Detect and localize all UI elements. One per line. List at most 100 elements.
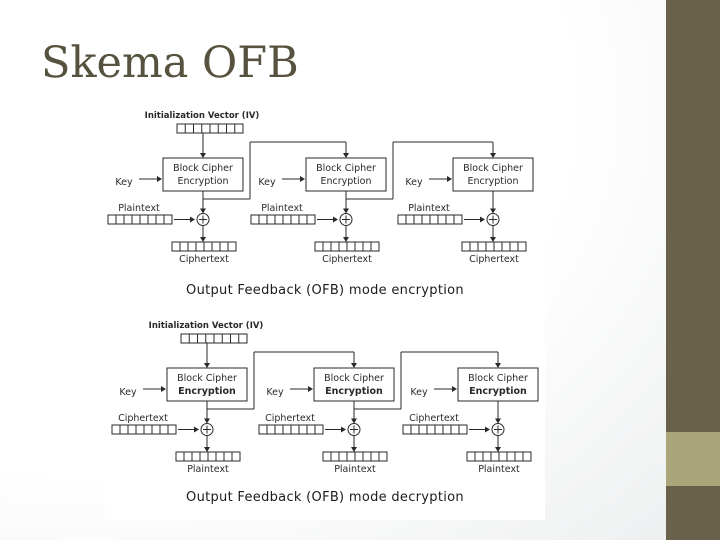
xor-icon: [339, 213, 353, 226]
output-register: [461, 241, 527, 252]
iv-label: Initialization Vector (IV): [149, 321, 264, 331]
arrowhead: [204, 418, 210, 424]
block-cipher-line1: Block Cipher: [463, 163, 523, 174]
key-label: Key: [119, 387, 137, 398]
arrowhead: [490, 237, 496, 242]
arrowhead: [351, 363, 357, 368]
output-register: [171, 241, 237, 252]
slide-title: Skema OFB: [41, 38, 299, 88]
ofb-diagrams-canvas: Initialization Vector (IV)Block CipherEn…: [107, 111, 539, 475]
block-cipher-line2: Encryption: [467, 176, 518, 187]
input-label: Ciphertext: [409, 413, 459, 424]
arrowhead: [308, 386, 313, 392]
iv-label: Initialization Vector (IV): [145, 111, 260, 121]
block-cipher-line2: Encryption: [469, 386, 527, 397]
arrowhead: [200, 237, 206, 242]
block-cipher-line1: Block Cipher: [324, 373, 384, 384]
input-label: Ciphertext: [265, 413, 315, 424]
arrowhead: [194, 426, 199, 433]
encryption-column-1: Block CipherEncryptionKeyPlaintextCipher…: [107, 141, 349, 265]
arrowhead: [157, 176, 162, 182]
accent-bar: [666, 0, 720, 540]
decryption-column-2: Block CipherEncryptionKeyCiphertextPlain…: [258, 351, 501, 475]
decryption-column-3: Block CipherEncryptionKeyCiphertextPlain…: [402, 367, 539, 475]
iv-register: [180, 333, 248, 344]
block-cipher-line2: Encryption: [178, 386, 236, 397]
output-label: Ciphertext: [469, 254, 519, 265]
block-cipher-line1: Block Cipher: [316, 163, 376, 174]
key-label: Key: [410, 387, 428, 398]
arrowhead: [204, 363, 210, 368]
ofb-encryption-diagram: Initialization Vector (IV) Block CipherEn…: [107, 111, 534, 265]
arrowhead: [333, 216, 338, 223]
key-label: Key: [266, 387, 284, 398]
arrowhead: [200, 208, 206, 214]
arrowhead: [343, 237, 349, 242]
arrowhead: [485, 426, 490, 433]
arrowhead: [495, 447, 501, 452]
encryption-column-2: Block CipherEncryptionKeyPlaintextCipher…: [250, 141, 496, 265]
arrowhead: [495, 363, 501, 368]
arrowhead: [351, 418, 357, 424]
input-register: [111, 424, 177, 435]
block-cipher-line1: Block Cipher: [173, 163, 233, 174]
arrowhead: [161, 386, 166, 392]
arrowhead: [190, 216, 195, 223]
encryption-caption: Output Feedback (OFB) mode encryption: [186, 283, 464, 298]
feedback-line: [346, 141, 496, 200]
key-label: Key: [115, 177, 133, 188]
output-register: [466, 451, 532, 462]
feedback-line: [354, 351, 501, 410]
output-label: Ciphertext: [322, 254, 372, 265]
xor-icon: [347, 423, 361, 436]
accent-square: [666, 432, 720, 486]
decryption-column-1: Block CipherEncryptionKeyCiphertextPlain…: [111, 351, 357, 475]
input-label: Plaintext: [261, 203, 303, 214]
output-label: Plaintext: [478, 464, 520, 475]
block-cipher-line2: Encryption: [177, 176, 228, 187]
xor-icon: [486, 213, 500, 226]
xor-icon: [200, 423, 214, 436]
block-cipher-line1: Block Cipher: [177, 373, 237, 384]
arrowhead: [300, 176, 305, 182]
input-register: [397, 214, 463, 225]
input-label: Plaintext: [408, 203, 450, 214]
input-register: [402, 424, 468, 435]
input-label: Plaintext: [118, 203, 160, 214]
input-register: [250, 214, 316, 225]
arrowhead: [200, 153, 206, 158]
output-label: Plaintext: [187, 464, 229, 475]
feedback-line: [207, 351, 357, 410]
key-label: Key: [258, 177, 276, 188]
key-label: Key: [405, 177, 423, 188]
xor-icon: [196, 213, 210, 226]
output-label: Plaintext: [334, 464, 376, 475]
input-register: [107, 214, 173, 225]
arrowhead: [341, 426, 346, 433]
decryption-caption: Output Feedback (OFB) mode decryption: [186, 490, 464, 505]
encryption-column-3: Block CipherEncryptionKeyPlaintextCipher…: [397, 157, 534, 265]
iv-register: [176, 123, 244, 134]
block-cipher-line1: Block Cipher: [468, 373, 528, 384]
arrowhead: [204, 447, 210, 452]
output-register: [314, 241, 380, 252]
block-cipher-line2: Encryption: [325, 386, 383, 397]
output-register: [322, 451, 388, 462]
ofb-decryption-diagram: Initialization Vector (IV) Block CipherEn…: [111, 321, 539, 475]
xor-icon: [491, 423, 505, 436]
arrowhead: [343, 153, 349, 158]
input-register: [258, 424, 324, 435]
arrowhead: [480, 216, 485, 223]
arrowhead: [447, 176, 452, 182]
arrowhead: [351, 447, 357, 452]
arrowhead: [490, 153, 496, 158]
output-register: [175, 451, 241, 462]
input-label: Ciphertext: [118, 413, 168, 424]
